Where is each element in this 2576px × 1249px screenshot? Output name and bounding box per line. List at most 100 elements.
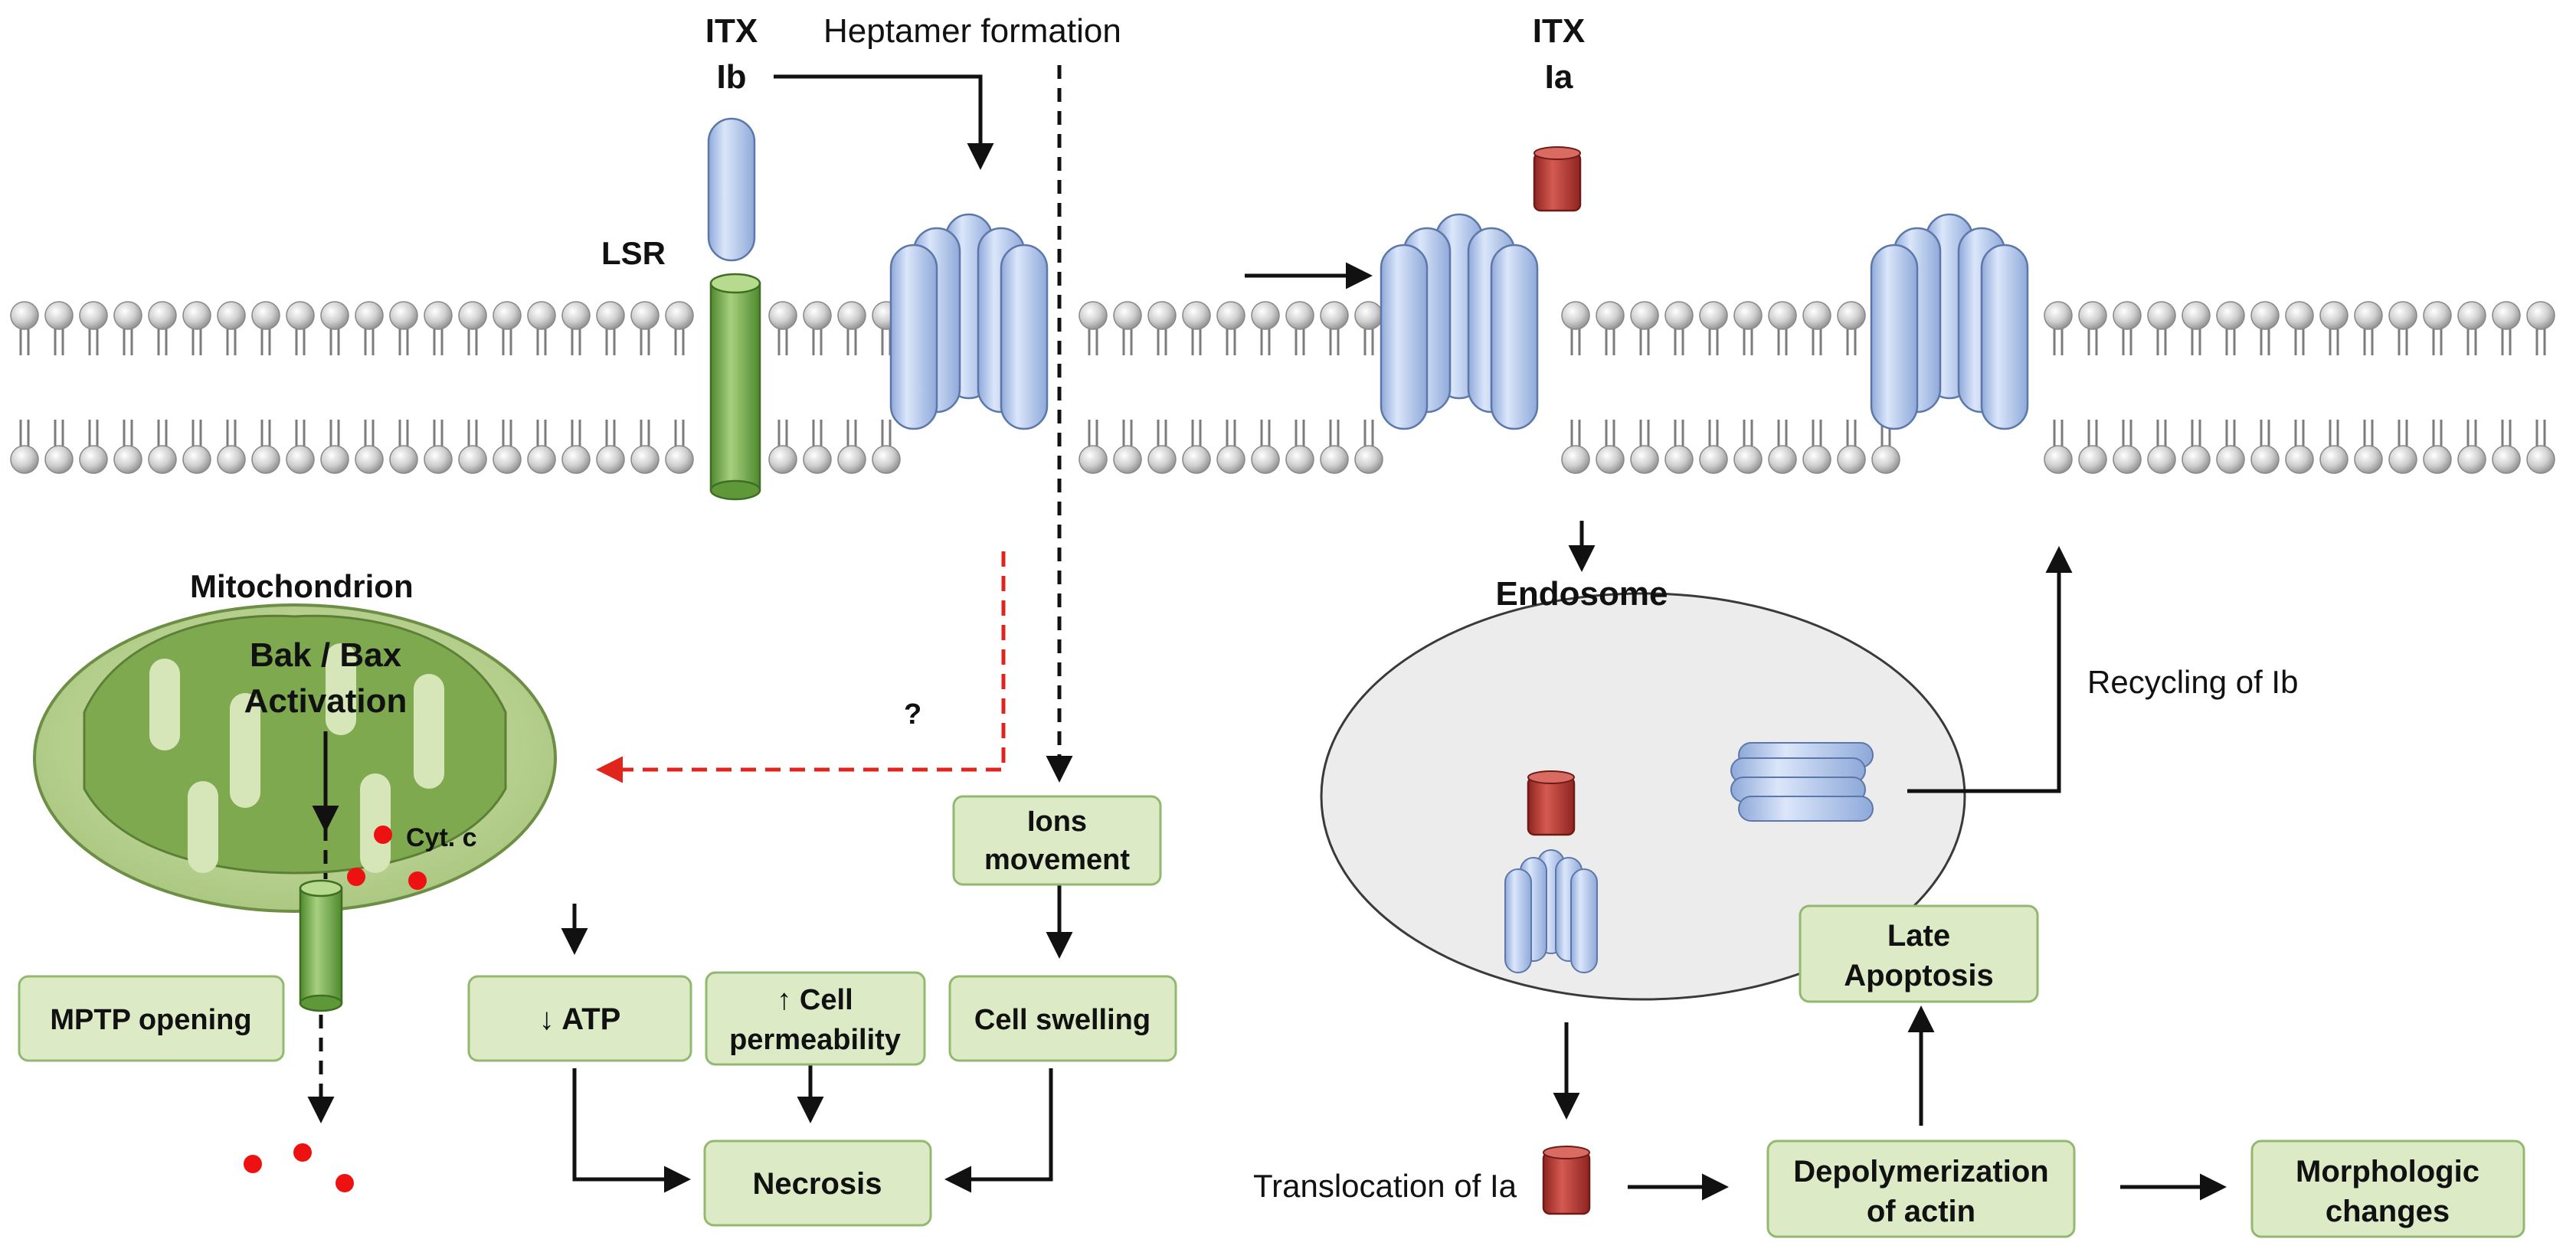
lipid-head-outer: [2525, 300, 2556, 357]
lipid-head-inner: [2043, 418, 2074, 475]
lipid-head-outer: [44, 300, 74, 357]
arrow-recycling-ib: [1907, 546, 2073, 793]
lipid-bilayer: [9, 300, 2556, 475]
lipid-head-inner: [113, 418, 143, 475]
lipid-head-outer: [319, 300, 350, 357]
itx-ib-monomer: [707, 117, 756, 262]
lipid-head-outer: [1664, 300, 1694, 357]
heptamer-formation-label: Heptamer formation: [823, 12, 1121, 50]
arrow-swelling-to-necrosis: [944, 1068, 1053, 1193]
lipid-head-inner: [1078, 418, 1108, 475]
lipid-head-outer: [354, 300, 385, 357]
ions-movement-text-2: movement: [984, 844, 1130, 876]
lipid-head-inner: [1664, 418, 1694, 475]
lipid-head-inner: [319, 418, 350, 475]
lipid-head-inner: [1285, 418, 1315, 475]
cell-permeability-text-2: permeability: [729, 1024, 901, 1056]
lipid-head-inner: [9, 418, 40, 475]
translocation-label: Translocation of Ia: [1253, 1168, 1517, 1204]
lipid-head-inner: [1353, 418, 1384, 475]
lipid-head-inner: [630, 418, 660, 475]
lipid-head-outer: [78, 300, 109, 357]
lipid-head-outer: [388, 300, 419, 357]
mitochondrion-label: Mitochondrion: [190, 568, 414, 604]
lipid-head-inner: [1698, 418, 1729, 475]
lipid-head-inner: [664, 418, 695, 475]
itx-ia-component: [1533, 146, 1582, 212]
lipid-head-inner: [2250, 418, 2280, 475]
lipid-head-outer: [2353, 300, 2384, 357]
lipid-head-outer: [2077, 300, 2108, 357]
lipid-head-inner: [1836, 418, 1867, 475]
itx-ib-label-line1: ITX: [705, 12, 758, 50]
lipid-head-outer: [2181, 300, 2211, 357]
lipid-head-outer: [1181, 300, 1212, 357]
lipid-head-inner: [871, 418, 902, 475]
lipid-head-outer: [595, 300, 626, 357]
lipid-head-inner: [768, 418, 798, 475]
lipid-head-outer: [216, 300, 247, 357]
depolymerization-box: [1766, 1139, 2076, 1238]
lipid-head-inner: [182, 418, 212, 475]
arrow-atp-to-necrosis: [572, 1068, 691, 1193]
lipid-head-inner: [595, 418, 626, 475]
lipid-head-outer: [1629, 300, 1660, 357]
lipid-head-outer: [2388, 300, 2418, 357]
lipid-head-outer: [1802, 300, 1832, 357]
lipid-head-inner: [1802, 418, 1832, 475]
ions-movement-box: [952, 795, 1162, 886]
lsr-receptor: [709, 273, 761, 501]
mptp-pore: [299, 887, 343, 1005]
lipid-head-outer: [1560, 300, 1591, 357]
endosome-ib-heptamer: [1730, 742, 1874, 822]
lsr-label: LSR: [601, 235, 666, 271]
question-mark: ?: [904, 698, 921, 731]
lipid-head-outer: [630, 300, 660, 357]
atp-box: [467, 975, 692, 1062]
lipid-head-outer: [2250, 300, 2280, 357]
lipid-head-inner: [354, 418, 385, 475]
lipid-head-outer: [1733, 300, 1763, 357]
morphologic-text-2: changes: [2326, 1195, 2450, 1228]
lipid-head-outer: [1595, 300, 1625, 357]
lipid-head-inner: [2284, 418, 2315, 475]
lipid-head-outer: [2491, 300, 2522, 357]
lipid-head-outer: [182, 300, 212, 357]
lipid-head-outer: [802, 300, 833, 357]
lipid-head-outer: [2043, 300, 2074, 357]
depolymerization-text-2: of actin: [1867, 1195, 1975, 1228]
lipid-head-outer: [1147, 300, 1177, 357]
recycled-ib-pore: [1871, 214, 2028, 429]
lipid-head-inner: [457, 418, 488, 475]
lipid-head-outer: [2457, 300, 2487, 357]
lipid-head-inner: [44, 418, 74, 475]
lipid-head-outer: [285, 300, 316, 357]
morphologic-changes-box: [2250, 1139, 2525, 1238]
arrow-ib-to-heptamer: [774, 74, 994, 170]
depolymerization-text-1: Depolymerization: [1793, 1155, 2048, 1189]
lipid-head-inner: [388, 418, 419, 475]
lipid-head-outer: [768, 300, 798, 357]
translocated-ia: [1542, 1146, 1591, 1215]
lipid-head-outer: [1319, 300, 1350, 357]
lipid-head-inner: [2112, 418, 2142, 475]
lipid-head-outer: [1767, 300, 1798, 357]
lipid-head-inner: [2491, 418, 2522, 475]
lipid-head-inner: [2388, 418, 2418, 475]
bak-bax-label-line1: Bak / Bax: [250, 636, 402, 674]
mitochondrion: [33, 603, 557, 1012]
morphologic-text-1: Morphologic: [2296, 1155, 2479, 1189]
lipid-head-outer: [1078, 300, 1108, 357]
lipid-head-inner: [2319, 418, 2349, 475]
arrow-heptamer-to-mitochondrion: [596, 551, 1006, 783]
necrosis-text: Necrosis: [753, 1167, 882, 1201]
lipid-head-inner: [250, 418, 281, 475]
lipid-head-outer: [250, 300, 281, 357]
lipid-head-inner: [147, 418, 178, 475]
lipid-head-inner: [2525, 418, 2556, 475]
lipid-head-outer: [457, 300, 488, 357]
lipid-head-outer: [1216, 300, 1246, 357]
endosome: [1320, 592, 1966, 1001]
lipid-head-outer: [1285, 300, 1315, 357]
cell-permeability-text-1: ↑ Cell: [777, 984, 853, 1016]
